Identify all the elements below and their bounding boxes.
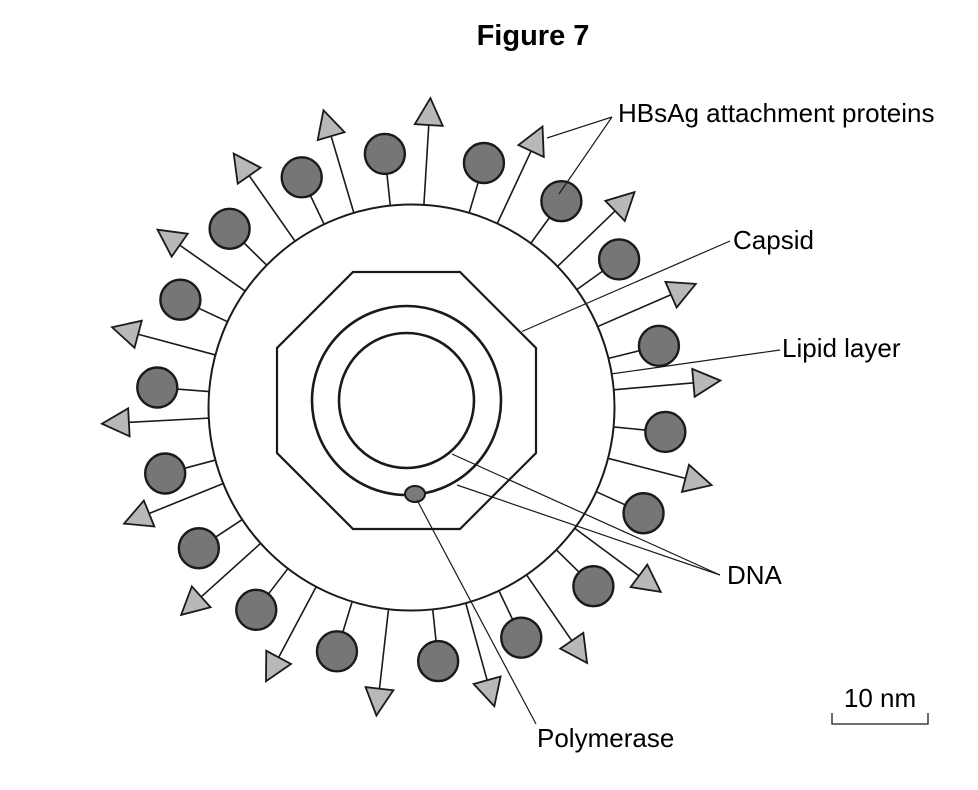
hbsag-arrow-protein bbox=[122, 498, 156, 528]
arrow-spike-stalk bbox=[556, 208, 618, 268]
hbsag-sphere-protein bbox=[500, 616, 543, 659]
sphere-spike-stalk bbox=[342, 601, 353, 633]
sphere-spike-stalk bbox=[595, 490, 626, 506]
sphere-spike-stalk bbox=[431, 609, 437, 642]
sphere-spike-stalk bbox=[555, 549, 580, 573]
sphere-spike-stalk bbox=[184, 459, 216, 470]
label-capsid: Capsid bbox=[733, 225, 814, 255]
hbsag-sphere-protein bbox=[540, 180, 583, 223]
sphere-spike-stalk bbox=[267, 568, 289, 595]
scale-bar-label: 10 nm bbox=[844, 683, 916, 713]
hbsag-sphere-protein bbox=[363, 132, 407, 176]
label-lipid-layer: Lipid layer bbox=[782, 333, 901, 363]
hbsag-arrow-protein bbox=[155, 228, 190, 259]
hbsag-arrow-protein bbox=[316, 108, 347, 142]
hbsag-sphere-protein bbox=[208, 207, 251, 250]
arrow-spike-stalk bbox=[146, 482, 224, 516]
hbsag-sphere-protein bbox=[462, 141, 506, 185]
hbsag-arrow-protein bbox=[179, 584, 213, 617]
label-dna: DNA bbox=[727, 560, 783, 590]
arrow-spike-stalk bbox=[597, 293, 674, 328]
sphere-spike-stalk bbox=[198, 307, 228, 323]
hbsag-sphere-protein bbox=[622, 492, 665, 535]
sphere-spike-stalk bbox=[608, 349, 640, 360]
label-polymerase: Polymerase bbox=[537, 723, 674, 753]
hbsag-arrow-protein bbox=[603, 190, 636, 223]
hbsag-arrow-protein bbox=[558, 631, 589, 665]
hbsag-arrow-protein bbox=[680, 463, 714, 494]
sphere-spike-stalk bbox=[177, 388, 210, 393]
surface-spikes bbox=[99, 96, 723, 718]
polymerase-dot bbox=[404, 485, 426, 503]
sphere-spike-stalk bbox=[530, 216, 551, 244]
hbsag-sphere-protein bbox=[235, 588, 278, 632]
arrow-spike-stalk bbox=[613, 381, 696, 391]
leader-dna-to-inner-ring bbox=[451, 453, 721, 576]
arrow-spike-stalk bbox=[247, 173, 296, 242]
arrow-spike-stalk bbox=[329, 134, 355, 214]
hbsag-sphere-protein bbox=[177, 527, 221, 570]
arrow-spike-stalk bbox=[126, 417, 209, 424]
hbsag-sphere-protein bbox=[136, 366, 179, 409]
label-hbsag: HBsAg attachment proteins bbox=[618, 98, 935, 128]
arrow-spike-stalk bbox=[607, 457, 688, 480]
arrow-spike-stalk bbox=[496, 148, 533, 224]
sphere-spike-stalk bbox=[613, 426, 646, 431]
hbsag-arrow-protein bbox=[364, 686, 395, 718]
hbsag-arrow-protein bbox=[471, 675, 502, 709]
hbsag-arrow-protein bbox=[265, 649, 293, 683]
figure-title: Figure 7 bbox=[477, 20, 590, 52]
hbsag-sphere-protein bbox=[644, 410, 687, 454]
leader-lines bbox=[416, 116, 781, 725]
leader-polymerase bbox=[416, 499, 537, 725]
scale-bar bbox=[831, 713, 929, 725]
hbsag-arrow-protein bbox=[110, 319, 144, 350]
hbsag-arrow-protein bbox=[629, 562, 663, 594]
arrow-spike-stalk bbox=[525, 574, 574, 643]
sphere-spike-stalk bbox=[309, 195, 325, 225]
hbsag-sphere-protein bbox=[416, 639, 460, 683]
leader-capsid bbox=[521, 240, 731, 333]
hbsag-sphere-protein bbox=[159, 278, 202, 321]
arrow-spike-stalk bbox=[177, 243, 246, 292]
sphere-spike-stalk bbox=[468, 181, 480, 214]
sphere-spike-stalk bbox=[498, 590, 514, 620]
hbsag-sphere-protein bbox=[572, 565, 615, 608]
arrow-spike-stalk bbox=[574, 527, 642, 578]
hbsag-sphere-protein bbox=[315, 630, 359, 673]
arrow-spike-stalk bbox=[464, 602, 489, 683]
capsid-octagon bbox=[275, 270, 538, 531]
sphere-spike-stalk bbox=[243, 242, 268, 266]
hbsag-arrow-protein bbox=[413, 96, 445, 127]
hbsag-arrow-protein bbox=[516, 124, 545, 159]
leader-lipid-layer bbox=[610, 349, 781, 375]
hbsag-arrow-protein bbox=[232, 151, 263, 186]
dna-inner-ring bbox=[337, 331, 476, 470]
hbsag-sphere-protein bbox=[280, 156, 323, 199]
sphere-spike-stalk bbox=[215, 518, 243, 538]
hbsag-arrow-protein bbox=[691, 367, 723, 399]
arrow-spike-stalk bbox=[423, 122, 430, 205]
arrow-spike-stalk bbox=[199, 542, 262, 599]
hbsag-arrow-protein bbox=[664, 280, 698, 310]
sphere-spike-stalk bbox=[576, 270, 604, 291]
arrow-spike-stalk bbox=[276, 586, 317, 660]
leader-hbsag-to-arrow bbox=[546, 116, 613, 139]
hbsag-sphere-protein bbox=[143, 452, 187, 495]
leader-dna-to-outer-ring bbox=[456, 484, 721, 576]
sphere-spike-stalk bbox=[386, 173, 392, 206]
lipid-layer-circle bbox=[207, 203, 616, 612]
hbsag-sphere-protein bbox=[637, 324, 681, 368]
arrow-spike-stalk bbox=[378, 609, 390, 691]
leader-hbsag-to-sphere bbox=[558, 116, 613, 195]
hbsag-arrow-protein bbox=[99, 406, 131, 438]
arrow-spike-stalk bbox=[136, 332, 216, 356]
hbsag-sphere-protein bbox=[597, 238, 641, 281]
